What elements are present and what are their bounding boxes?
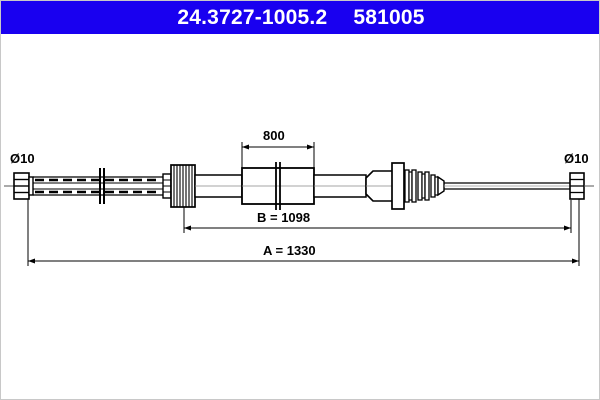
right-end-fitting bbox=[569, 172, 594, 200]
reference-number-label: 581005 bbox=[353, 6, 425, 29]
center-sleeve bbox=[241, 162, 315, 210]
right-tapered-housing bbox=[365, 162, 405, 210]
left-conduit-section bbox=[33, 168, 163, 204]
mid-tube-left bbox=[194, 174, 243, 198]
drawing-canvas: Ø10 Ø10 800 B = 1098 bbox=[4, 128, 594, 266]
part-number-label: 24.3727-1005.2 bbox=[177, 6, 328, 29]
right-bellows-boot bbox=[404, 169, 445, 203]
right-inner-wire bbox=[444, 182, 570, 190]
dimension-b-label: B = 1098 bbox=[257, 210, 310, 225]
diameter-left-label: Ø10 bbox=[10, 151, 35, 166]
dimension-a-1330: A = 1330 bbox=[27, 199, 580, 266]
title-banner: 24.3727-1005.2 581005 bbox=[1, 1, 599, 34]
dimension-sleeve-800: 800 bbox=[241, 128, 315, 168]
dimension-a-label: A = 1330 bbox=[263, 243, 316, 258]
dimension-800-label: 800 bbox=[263, 128, 285, 143]
left-end-fitting bbox=[4, 172, 34, 200]
dimension-b-1098: B = 1098 bbox=[183, 200, 572, 233]
left-knurled-connector bbox=[162, 164, 196, 208]
mid-tube-right bbox=[313, 174, 367, 198]
diameter-right-label: Ø10 bbox=[564, 151, 589, 166]
technical-drawing: Ø10 Ø10 800 B = 1098 bbox=[1, 34, 599, 399]
